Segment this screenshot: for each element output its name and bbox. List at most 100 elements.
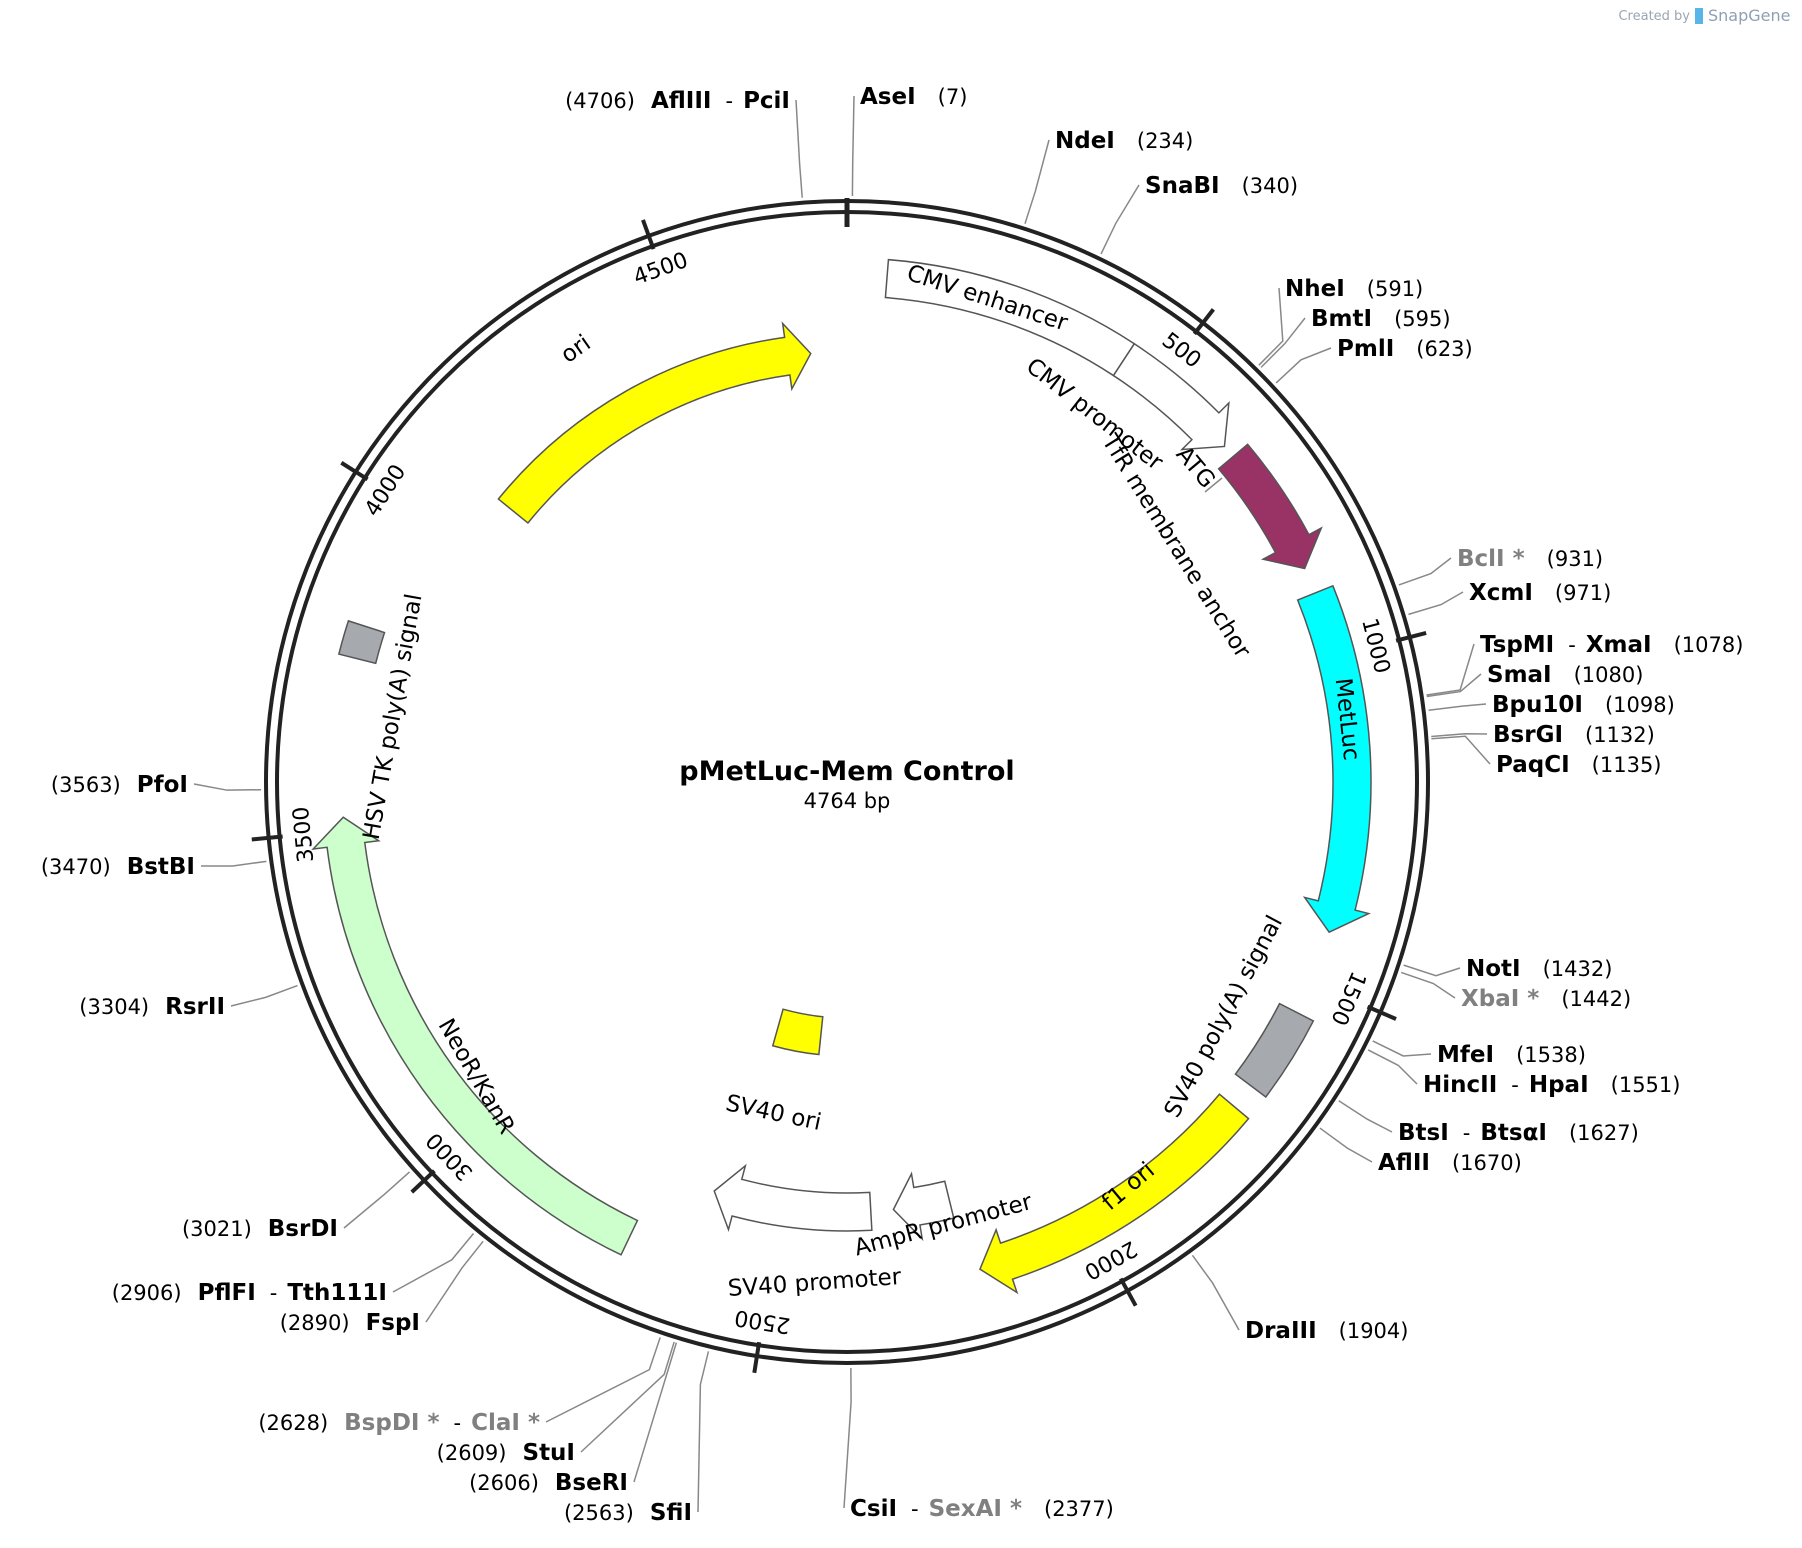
- site-label: TspMI-XmaI(1078): [1480, 632, 1743, 658]
- site-bcli[interactable]: BclI *(931): [1398, 546, 1603, 586]
- site-pmli[interactable]: PmlI(623): [1275, 336, 1473, 384]
- feature-ori[interactable]: [497, 321, 812, 525]
- tick-label: 2500: [733, 1304, 792, 1337]
- site-label: (2906)PflFI-Tth111I: [112, 1280, 387, 1306]
- feature-metluc[interactable]: [1296, 584, 1372, 934]
- site-bseri[interactable]: (2606)BseRI: [469, 1342, 678, 1496]
- feature-sv40-promoter[interactable]: [713, 1163, 873, 1233]
- feature-ampr-promoter[interactable]: [892, 1171, 955, 1242]
- site-mfei[interactable]: MfeI(1538): [1372, 1040, 1586, 1068]
- site-leader-line: [1191, 1254, 1240, 1331]
- site-label: SnaBI(340): [1145, 173, 1298, 199]
- site-leader-line: [795, 99, 803, 198]
- site-leader-line: [1260, 317, 1306, 368]
- tick-label: 4000: [360, 460, 411, 521]
- feature-label-sv40-ori: SV40 ori: [723, 1090, 823, 1136]
- site-leader-line: [1367, 1049, 1418, 1085]
- snapgene-credit: Created by SnapGene: [1618, 6, 1790, 25]
- site-snabi[interactable]: SnaBI(340): [1100, 173, 1298, 255]
- site-paqci[interactable]: PaqCI(1135): [1431, 735, 1662, 778]
- site-rsrii[interactable]: (3304)RsrII: [79, 984, 298, 1020]
- site-leader-line: [200, 860, 267, 867]
- site-label: BmtI(595): [1311, 306, 1451, 332]
- snapgene-logo-icon: [1695, 8, 1703, 24]
- site-label: PmlI(623): [1337, 336, 1473, 362]
- feature-sv40-poly-a-signal[interactable]: [1234, 1002, 1315, 1099]
- site-label: DraIII(1904): [1245, 1318, 1408, 1344]
- site-leader-line: [343, 1171, 411, 1229]
- tick-mark: [1395, 631, 1427, 643]
- site-label: PaqCI(1135): [1496, 752, 1662, 778]
- site-tspmi[interactable]: TspMI-XmaI(1078): [1426, 632, 1744, 696]
- site-label: (4706)AflIII-PciI: [565, 88, 790, 114]
- feature-f1-ori[interactable]: [979, 1093, 1250, 1295]
- feature-label-sv40-promoter: SV40 promoter: [727, 1264, 903, 1302]
- site-label: (2890)FspI: [280, 1310, 420, 1336]
- site-bspdi[interactable]: (2628)BspDI *-ClaI *: [258, 1337, 661, 1436]
- site-leader-line: [1426, 643, 1475, 696]
- plasmid-length: 4764 bp: [804, 789, 891, 813]
- site-label: (2606)BseRI: [469, 1470, 628, 1496]
- site-leader-line: [1024, 139, 1050, 224]
- site-bsrdi[interactable]: (3021)BsrDI: [182, 1171, 411, 1242]
- site-fspi[interactable]: (2890)FspI: [280, 1240, 484, 1336]
- site-leader-line: [1319, 1127, 1373, 1163]
- site-xcmi[interactable]: XcmI(971): [1408, 580, 1612, 616]
- tick-label: 1000: [1356, 616, 1394, 676]
- site-stui[interactable]: (2609)StuI: [437, 1341, 675, 1466]
- site-leader-line: [1372, 1040, 1432, 1057]
- site-leader-line: [1431, 733, 1488, 738]
- feature-hsv-tk-poly-a-signal[interactable]: [337, 619, 386, 665]
- site-smai[interactable]: SmaI(1080): [1426, 662, 1644, 698]
- site-leader-line: [1408, 591, 1464, 616]
- site-leader-line: [1428, 703, 1487, 712]
- site-label: MfeI(1538): [1437, 1042, 1586, 1068]
- site-hincii[interactable]: HincII-HpaI(1551): [1367, 1049, 1680, 1098]
- site-label: CsiI-SexAI *(2377): [850, 1496, 1114, 1522]
- site-bmti[interactable]: BmtI(595): [1260, 306, 1451, 368]
- tick-mark: [1192, 308, 1215, 336]
- site-sfii[interactable]: (2563)SfiI: [564, 1351, 710, 1526]
- site-nhei[interactable]: NheI(591): [1258, 276, 1423, 366]
- site-leader-line: [1400, 971, 1456, 999]
- feature-neor-kanr[interactable]: [311, 816, 639, 1256]
- site-pfoi[interactable]: (3563)PfoI: [51, 772, 262, 798]
- site-label: BtsI-BtsαI(1627): [1398, 1120, 1639, 1146]
- tick-label: 3500: [289, 805, 319, 863]
- site-leader-line: [545, 1337, 661, 1423]
- site-leader-line: [425, 1240, 484, 1323]
- tick-label: 4500: [630, 248, 691, 291]
- plasmid-name: pMetLuc-Mem Control: [679, 756, 1014, 787]
- feature-tfr-membrane-anchor[interactable]: [1217, 443, 1323, 570]
- site-label: (2609)StuI: [437, 1440, 575, 1466]
- site-bstbi[interactable]: (3470)BstBI: [41, 854, 267, 880]
- feature-cmv-promoter[interactable]: [1112, 342, 1230, 451]
- site-bpu10i[interactable]: Bpu10I(1098): [1428, 692, 1675, 718]
- tick-mark: [251, 834, 283, 842]
- sites-layer: (4706)AflIII-PciI AseI(7) NdeI(234)SnaBI(3…: [41, 84, 1744, 1526]
- site-leader-line: [697, 1351, 710, 1513]
- site-draiii[interactable]: DraIII(1904): [1191, 1254, 1408, 1344]
- site-leader-line: [1431, 735, 1491, 765]
- site-btsi[interactable]: BtsI-BtsαI(1627): [1338, 1100, 1639, 1146]
- site-bsrgi[interactable]: BsrGI(1132): [1431, 722, 1655, 748]
- site-leader-line: [851, 95, 855, 197]
- site-label: XcmI(971): [1469, 580, 1611, 606]
- site-label: (3470)BstBI: [41, 854, 195, 880]
- site-csii[interactable]: CsiI-SexAI *(2377): [843, 1367, 1114, 1522]
- site-leader-line: [1426, 673, 1482, 698]
- site-label: AseI(7): [860, 84, 967, 110]
- site-ndei[interactable]: NdeI(234): [1024, 128, 1193, 224]
- site-noti[interactable]: NotI(1432): [1403, 956, 1613, 982]
- site-aflii[interactable]: AflII(1670): [1319, 1127, 1522, 1176]
- site-pflfi[interactable]: (2906)PflFI-Tth111I: [112, 1233, 475, 1306]
- site-leader-line: [580, 1341, 675, 1453]
- credit-created-by: Created by: [1618, 9, 1690, 24]
- site-asei[interactable]: AseI(7): [851, 84, 967, 197]
- site-label: SmaI(1080): [1487, 662, 1643, 688]
- feature-sv40-ori[interactable]: [771, 1008, 824, 1056]
- site-label: NheI(591): [1285, 276, 1423, 302]
- site-xbai[interactable]: XbaI *(1442): [1400, 971, 1631, 1012]
- site-afliii[interactable]: (4706)AflIII-PciI: [565, 88, 803, 198]
